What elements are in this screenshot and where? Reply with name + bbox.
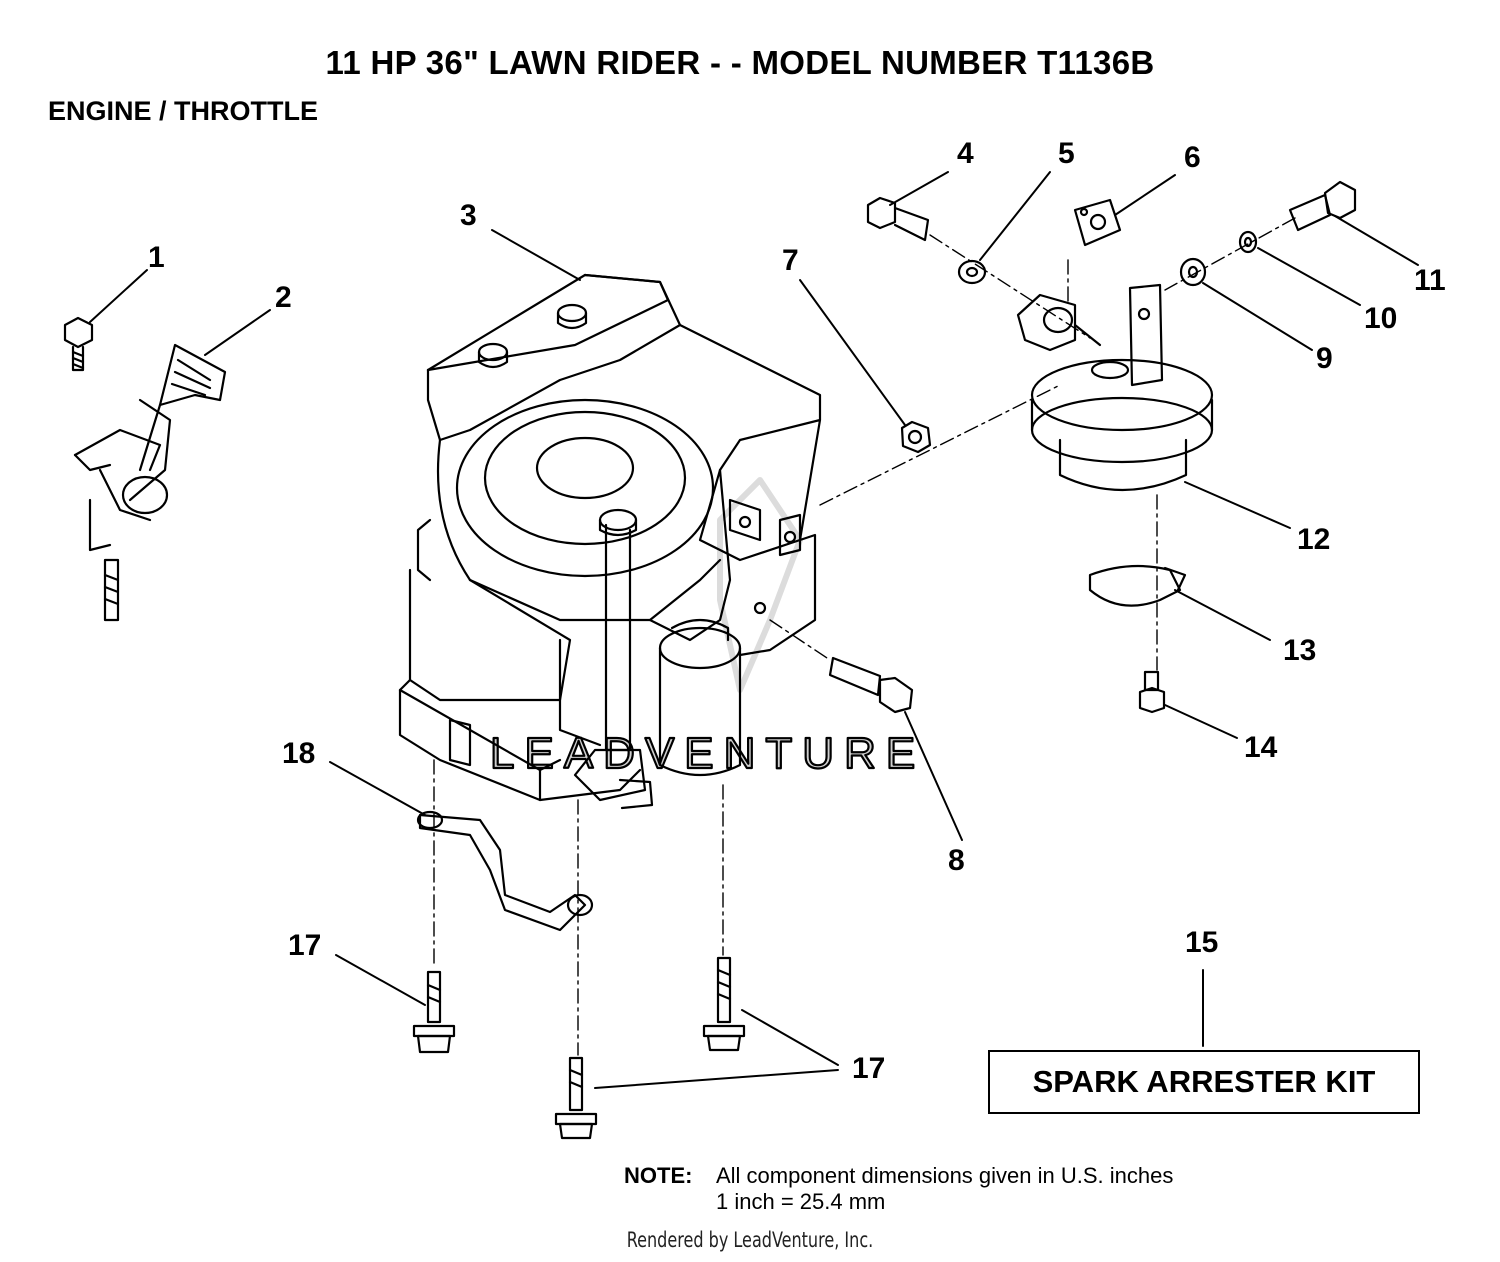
part-17-bolt-left — [412, 970, 456, 1054]
page-title: 11 HP 36" LAWN RIDER - - MODEL NUMBER T1… — [325, 44, 1155, 81]
callout-7: 7 — [782, 244, 799, 277]
section-subtitle: ENGINE / THROTTLE — [48, 96, 318, 126]
callout-2: 2 — [275, 281, 292, 314]
callout-labels: 1 2 3 4 5 6 7 8 9 10 11 12 13 14 15 17 1… — [148, 137, 1446, 1085]
part-8-bolt — [828, 656, 914, 714]
note-line-2: 1 inch = 25.4 mm — [716, 1189, 886, 1214]
part-18-bracket — [416, 810, 594, 932]
callout-13: 13 — [1283, 634, 1316, 667]
part-4-bolt — [866, 196, 930, 242]
callout-4: 4 — [957, 137, 974, 170]
callout-5: 5 — [1058, 137, 1075, 170]
part-6-gasket — [1073, 198, 1122, 247]
callout-6: 6 — [1184, 141, 1201, 174]
callout-17-left: 17 — [288, 929, 321, 962]
part-9-washer — [1179, 257, 1207, 287]
dimension-note: NOTE: All component dimensions given in U… — [624, 1163, 1173, 1215]
callout-12: 12 — [1297, 523, 1330, 556]
callout-leaders — [89, 171, 1419, 1089]
callout-8: 8 — [948, 844, 965, 877]
part-17-bolt-right — [702, 956, 746, 1052]
callout-11: 11 — [1414, 264, 1446, 297]
rendered-by-footer: Rendered by LeadVenture, Inc. — [626, 1228, 874, 1252]
watermark-text: LEADVENTURE — [490, 729, 925, 778]
engine — [398, 273, 822, 810]
callout-15: 15 — [1185, 926, 1218, 959]
part-11-bolt — [1288, 180, 1357, 232]
part-1-screw — [63, 316, 94, 372]
note-line-1: All component dimensions given in U.S. i… — [716, 1163, 1174, 1188]
part-13-spark-arrester-screen — [1088, 564, 1187, 607]
alignment-lines — [433, 217, 1296, 1056]
spark-arrester-kit-label: SPARK ARRESTER KIT — [1032, 1064, 1376, 1099]
part-7-nut — [900, 420, 932, 454]
callout-3: 3 — [460, 199, 477, 232]
note-label: NOTE: — [624, 1163, 693, 1188]
part-5-washer — [957, 259, 987, 285]
part-10-washer — [1238, 230, 1258, 254]
callout-17-right: 17 — [852, 1052, 885, 1085]
callout-1: 1 — [148, 241, 165, 274]
callout-10: 10 — [1364, 302, 1397, 335]
part-17-bolt-center — [554, 1056, 598, 1140]
callout-9: 9 — [1316, 342, 1333, 375]
part-12-muffler — [1016, 283, 1214, 492]
callout-14: 14 — [1244, 731, 1278, 764]
part-14-screw — [1138, 670, 1166, 714]
spark-arrester-kit-box: SPARK ARRESTER KIT — [988, 1050, 1420, 1114]
callout-18: 18 — [282, 737, 315, 770]
part-2-throttle-control — [73, 343, 227, 622]
